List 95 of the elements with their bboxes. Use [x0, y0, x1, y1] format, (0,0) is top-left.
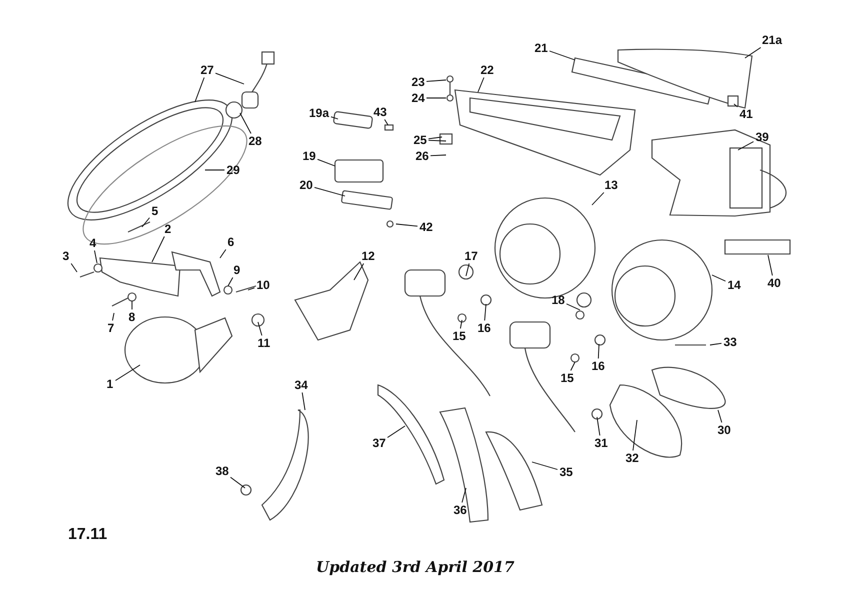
leader-line [462, 488, 466, 503]
callout-number: 19 [302, 150, 317, 162]
callout-number: 18 [550, 294, 566, 306]
callout-number: 21a [761, 34, 784, 46]
leader-line [718, 410, 722, 423]
callout-number: 16 [590, 360, 606, 372]
leader-line [142, 217, 150, 228]
callout-number: 6 [226, 236, 236, 248]
callout-number: 36 [452, 504, 468, 516]
leader-line [228, 277, 234, 286]
leader-line [330, 116, 338, 120]
callout-number: 7 [106, 322, 116, 334]
leader-line [596, 416, 600, 436]
leader-line [549, 50, 576, 60]
callout-number: 19a [308, 106, 330, 120]
callout-number: 17 [464, 250, 479, 262]
leader-line [220, 249, 226, 258]
callout-number: 15 [560, 372, 575, 384]
leader-line [94, 250, 98, 264]
leader-line [632, 420, 638, 451]
callout-number: 4 [88, 236, 98, 250]
leader-line [592, 192, 604, 206]
callout-number: 1 [106, 378, 114, 390]
leader-line [566, 303, 580, 310]
page-number: 17.11 [68, 526, 108, 544]
leader-line [152, 236, 165, 262]
leader-line [387, 426, 406, 438]
leader-line [430, 154, 446, 156]
callout-number: 41 [738, 108, 754, 120]
callout-number: 30 [716, 424, 732, 436]
callout-number: 22 [480, 64, 495, 76]
leader-line [230, 476, 246, 488]
leader-line [532, 462, 558, 470]
leader-line [426, 80, 446, 82]
callout-number: 27 [200, 64, 215, 76]
callout-number: 10 [256, 278, 271, 292]
leader-line [478, 77, 484, 92]
leader-line [768, 254, 773, 276]
callout-number: 23 [410, 76, 426, 88]
leader-line [112, 312, 114, 321]
leader-line [215, 72, 244, 84]
leader-line [384, 119, 388, 126]
leader-line [460, 320, 462, 329]
callout-number: 39 [754, 130, 770, 144]
callout-number: 12 [360, 250, 376, 262]
leader-line [744, 47, 762, 58]
callout-number: 43 [372, 106, 388, 118]
callout-number: 20 [298, 178, 314, 192]
callout-number: 8 [128, 310, 136, 324]
callout-number: 31 [594, 436, 609, 450]
callout-number: 16 [476, 322, 492, 334]
callout-number: 9 [232, 264, 242, 276]
leader-line [194, 77, 205, 102]
callout-number: 24 [410, 92, 426, 104]
leader-line [570, 362, 576, 371]
leader-line [258, 322, 262, 336]
callout-number: 13 [604, 178, 619, 192]
leader-line [484, 304, 486, 321]
leader-line [710, 342, 722, 346]
leader-line [70, 263, 78, 272]
callout-number: 34 [294, 378, 309, 392]
leader-line [240, 112, 252, 134]
callout-number: 2 [164, 222, 172, 236]
leader-line [598, 344, 600, 359]
callout-number: 28 [248, 134, 263, 148]
callout-number: 21 [534, 42, 549, 54]
leader-line [428, 136, 442, 140]
leader-line [314, 186, 346, 196]
update-note: Updated 3rd April 2017 [316, 558, 514, 576]
leader-line [738, 141, 754, 150]
callout-number: 25 [412, 134, 428, 146]
leader-line [115, 364, 140, 381]
leader-line [302, 392, 306, 410]
callout-number: 40 [766, 276, 782, 290]
callout-number: 3 [62, 250, 70, 262]
callout-number: 26 [414, 150, 430, 162]
callout-number: 32 [624, 452, 640, 464]
leader-line [248, 287, 255, 290]
callout-number: 38 [214, 464, 230, 478]
leader-line [712, 274, 726, 282]
leader-line [466, 263, 470, 276]
callout-number: 35 [558, 466, 574, 478]
leader-line [428, 140, 446, 142]
leader-line [734, 104, 738, 108]
leader-line [396, 224, 418, 227]
callout-number: 42 [418, 220, 434, 234]
callout-number: 5 [150, 204, 160, 218]
callout-number: 15 [452, 330, 467, 342]
callout-number: 37 [372, 436, 387, 450]
callout-number: 33 [722, 336, 738, 348]
callout-number: 11 [256, 336, 272, 350]
leader-line [354, 263, 364, 280]
callout-number: 29 [226, 164, 241, 176]
callout-number: 14 [726, 278, 742, 292]
leader-line [317, 158, 336, 166]
